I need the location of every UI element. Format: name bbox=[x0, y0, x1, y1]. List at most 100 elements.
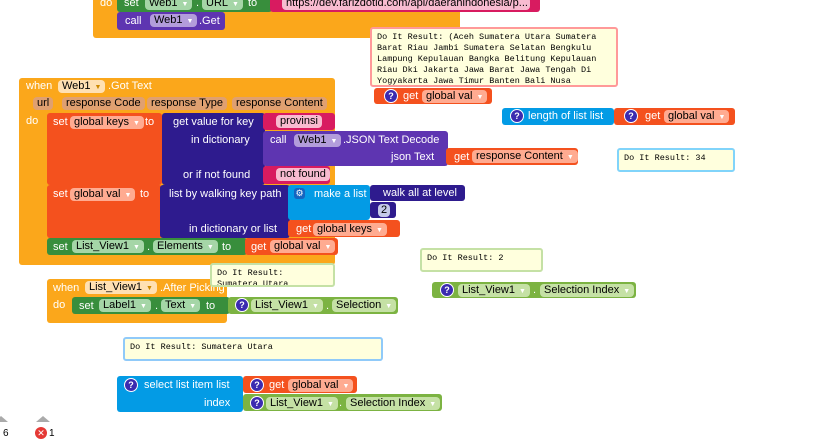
result-text: Do It Result: Sumatera Utara bbox=[217, 268, 289, 287]
variable-dropdown[interactable]: global val▼ bbox=[270, 240, 336, 253]
property-name: Elements bbox=[157, 240, 203, 252]
do-it-result-bubble[interactable]: Do It Result: (Aceh Sumatera Utara Sumat… bbox=[370, 27, 618, 87]
component-dropdown[interactable]: Label1▼ bbox=[99, 299, 151, 312]
to-label: to bbox=[248, 0, 258, 9]
do-it-result-bubble[interactable]: Do It Result: Sumatera Utara bbox=[123, 337, 383, 361]
variable-dropdown[interactable]: global keys▼ bbox=[70, 116, 144, 129]
result-text: Do It Result: 34 bbox=[624, 153, 706, 163]
get-value-for-key-block[interactable] bbox=[162, 113, 265, 185]
walk-all-at-level-block[interactable] bbox=[370, 185, 465, 201]
property-dropdown[interactable]: URL▼ bbox=[202, 0, 243, 10]
call-label: call bbox=[125, 15, 142, 27]
number-field[interactable]: 2 bbox=[378, 204, 391, 217]
help-icon[interactable]: ? bbox=[384, 89, 398, 103]
do-it-result-bubble[interactable]: Do It Result: 2 bbox=[420, 248, 543, 272]
param-response-type[interactable]: response Type bbox=[147, 97, 227, 110]
result-text: Do It Result: 2 bbox=[427, 253, 504, 263]
component-dropdown[interactable]: Web1▼ bbox=[150, 14, 198, 27]
component-dropdown[interactable]: List_View1▼ bbox=[266, 397, 338, 410]
get-label: get bbox=[269, 379, 285, 391]
set-label: set bbox=[53, 188, 68, 200]
component-name: List_View1 bbox=[255, 299, 308, 311]
event-name: .Got Text bbox=[108, 80, 152, 92]
warning-toggle-icon[interactable] bbox=[0, 416, 8, 422]
variable-name: global keys bbox=[317, 223, 373, 235]
component-dropdown[interactable]: List_View1▼ bbox=[458, 284, 530, 297]
param-url[interactable]: url bbox=[33, 97, 54, 110]
variable-dropdown[interactable]: global val▼ bbox=[70, 188, 136, 201]
param-response-code[interactable]: response Code bbox=[62, 97, 145, 110]
mutator-gear-icon[interactable]: ⚙ bbox=[294, 188, 305, 199]
help-icon[interactable]: ? bbox=[124, 378, 138, 392]
variable-dropdown[interactable]: global val▼ bbox=[664, 110, 730, 123]
param-response-content[interactable]: response Content bbox=[232, 97, 327, 110]
json-text-decode-block[interactable] bbox=[263, 131, 448, 166]
length-label: length of list list bbox=[528, 110, 604, 122]
component-name: List_View1 bbox=[76, 240, 129, 252]
in-dictionary-or-list-label: in dictionary or list bbox=[189, 223, 278, 235]
variable-name: global val bbox=[74, 188, 121, 200]
variable-dropdown[interactable]: global val▼ bbox=[288, 379, 354, 392]
param-label: response Content bbox=[236, 97, 323, 109]
not-found-label: or if not found bbox=[183, 169, 251, 181]
get-label: get bbox=[454, 151, 470, 163]
help-icon[interactable]: ? bbox=[250, 396, 264, 410]
property-name: Selection Index bbox=[544, 284, 620, 296]
help-icon[interactable]: ? bbox=[624, 109, 638, 123]
error-icon: ✕ bbox=[35, 427, 47, 439]
index-label: index bbox=[204, 397, 231, 409]
url-text: https://dev.farizdotid.com/api/daerahind… bbox=[286, 0, 528, 9]
param-label: response Type bbox=[151, 97, 223, 109]
variable-dropdown[interactable]: global keys▼ bbox=[313, 223, 387, 236]
property-dropdown[interactable]: Selection Index▼ bbox=[346, 397, 441, 410]
component-dropdown[interactable]: Web1▼ bbox=[145, 0, 193, 10]
not-found-text-field[interactable]: not found bbox=[276, 168, 330, 181]
help-icon[interactable]: ? bbox=[440, 283, 454, 297]
help-icon[interactable]: ? bbox=[510, 109, 524, 123]
property-dropdown[interactable]: Elements▼ bbox=[153, 240, 218, 253]
variable-name: global val bbox=[274, 240, 321, 252]
to-label: to bbox=[206, 300, 216, 312]
error-toggle-icon[interactable] bbox=[36, 416, 50, 422]
property-dropdown[interactable]: Text▼ bbox=[161, 299, 201, 312]
component-dropdown[interactable]: List_View1▼ bbox=[85, 281, 157, 294]
component-name: List_View1 bbox=[89, 281, 142, 293]
walk-label: list by walking key path bbox=[169, 188, 282, 200]
key-text-field[interactable]: provinsi bbox=[276, 115, 322, 128]
get-value-label: get value for key bbox=[173, 116, 254, 128]
do-it-result-bubble[interactable]: Do It Result: 34 bbox=[617, 148, 735, 172]
property-dropdown[interactable]: Selection Index▼ bbox=[540, 284, 635, 297]
property-name: Selection Index bbox=[350, 397, 426, 409]
do-it-result-bubble[interactable]: Do It Result: Sumatera Utara bbox=[210, 263, 335, 287]
dot: . bbox=[147, 241, 151, 253]
method-label: .Get bbox=[199, 15, 220, 27]
component-dropdown[interactable]: List_View1▼ bbox=[251, 299, 323, 312]
dot: . bbox=[326, 300, 330, 312]
get-label: get bbox=[403, 90, 419, 102]
help-icon[interactable]: ? bbox=[250, 378, 264, 392]
help-icon[interactable]: ? bbox=[235, 298, 249, 312]
property-dropdown[interactable]: Selection▼ bbox=[332, 299, 397, 312]
set-label: set bbox=[53, 241, 68, 253]
when-label: when bbox=[26, 80, 53, 92]
warning-count: 6 bbox=[3, 428, 9, 439]
component-name: Web1 bbox=[62, 80, 91, 92]
make-list-label: make a list bbox=[314, 188, 367, 200]
component-dropdown[interactable]: List_View1▼ bbox=[72, 240, 144, 253]
component-dropdown[interactable]: Web1▼ bbox=[294, 134, 342, 147]
select-list-item-block[interactable] bbox=[117, 376, 243, 412]
variable-dropdown[interactable]: global val▼ bbox=[422, 90, 488, 103]
param-dropdown[interactable]: response Content▼ bbox=[472, 150, 578, 163]
set-label: set bbox=[124, 0, 139, 9]
walk-key-path-block[interactable] bbox=[160, 185, 290, 238]
url-text-field[interactable]: https://dev.farizdotid.com/api/daerahind… bbox=[282, 0, 530, 10]
component-dropdown[interactable]: Web1▼ bbox=[58, 80, 106, 93]
get-label: get bbox=[251, 241, 267, 253]
json-text-label: json Text bbox=[391, 151, 435, 163]
set-label: set bbox=[53, 116, 68, 128]
to-label: to bbox=[145, 116, 155, 128]
param-name: response Content bbox=[476, 150, 563, 162]
length-of-list-block[interactable] bbox=[502, 108, 614, 125]
component-name: List_View1 bbox=[270, 397, 323, 409]
property-name: URL bbox=[206, 0, 229, 9]
